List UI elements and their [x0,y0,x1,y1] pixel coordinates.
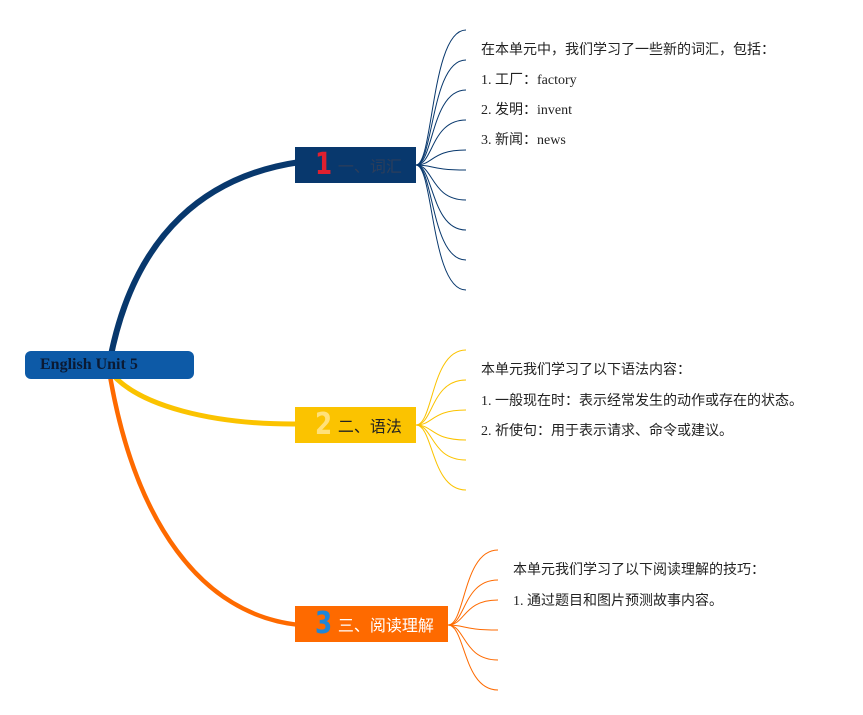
branch-label: 三、阅读理解 [337,616,434,635]
leaf-item-vocabulary-news[interactable]: 3. 新闻：news [481,133,566,148]
leaf-connector-reading-6 [447,624,499,691]
branch-number-badge: 2 [315,407,333,442]
leaf-connector-vocabulary-3 [415,89,467,166]
root-topic-english-unit-5[interactable]: English Unit 5 [25,351,194,379]
leaf-connector-vocabulary-4 [415,119,467,166]
branch-vocabulary[interactable]: 1 一、词汇 [295,147,416,183]
leaf-item-grammar-present-simple[interactable]: 1. 一般现在时：表示经常发生的动作或存在的状态。 [481,394,803,409]
leaf-connector-grammar-1 [415,349,467,426]
connector-root-vocabulary [107,159,303,363]
leaf-connector-grammar-3 [415,409,467,426]
leaf-connector-vocabulary-10 [415,164,467,291]
leaf-connector-vocabulary-5 [415,149,467,166]
leaf-connector-grammar-5 [415,424,467,461]
leaf-connector-grammar-6 [415,424,467,491]
branch-label: 二、语法 [337,417,402,436]
leaf-item-vocabulary-factory[interactable]: 1. 工厂：factory [481,73,577,88]
leaf-item-vocabulary-invent[interactable]: 2. 发明：invent [481,103,572,118]
leaf-connector-vocabulary-2 [415,59,467,166]
leaf-connector-vocabulary-8 [415,164,467,231]
branch-grammar[interactable]: 2 二、语法 [295,407,416,443]
branch-number-badge: 1 [315,147,333,182]
leaf-item-reading-predict[interactable]: 1. 通过题目和图片预测故事内容。 [513,594,723,609]
leaf-item-reading-intro[interactable]: 本单元我们学习了以下阅读理解的技巧： [513,563,765,578]
connector-root-grammar [110,372,303,427]
leaf-connector-vocabulary-1 [415,29,467,166]
leaf-connector-reading-3 [447,599,499,626]
leaf-connector-reading-5 [447,624,499,661]
leaf-connector-reading-1 [447,549,499,626]
leaf-item-grammar-intro[interactable]: 本单元我们学习了以下语法内容： [481,363,691,378]
leaf-item-grammar-imperative[interactable]: 2. 祈使句：用于表示请求、命令或建议。 [481,424,733,439]
leaf-connector-grammar-2 [415,379,467,426]
branch-number-badge: 3 [315,606,333,641]
branch-label: 一、词汇 [337,157,402,176]
branch-reading-comprehension[interactable]: 3 三、阅读理解 [295,606,448,642]
leaf-connector-reading-2 [447,579,499,626]
leaf-item-vocabulary-intro[interactable]: 在本单元中，我们学习了一些新的词汇，包括： [481,43,775,58]
leaf-connector-vocabulary-7 [415,164,467,201]
connector-root-reading [107,373,303,628]
